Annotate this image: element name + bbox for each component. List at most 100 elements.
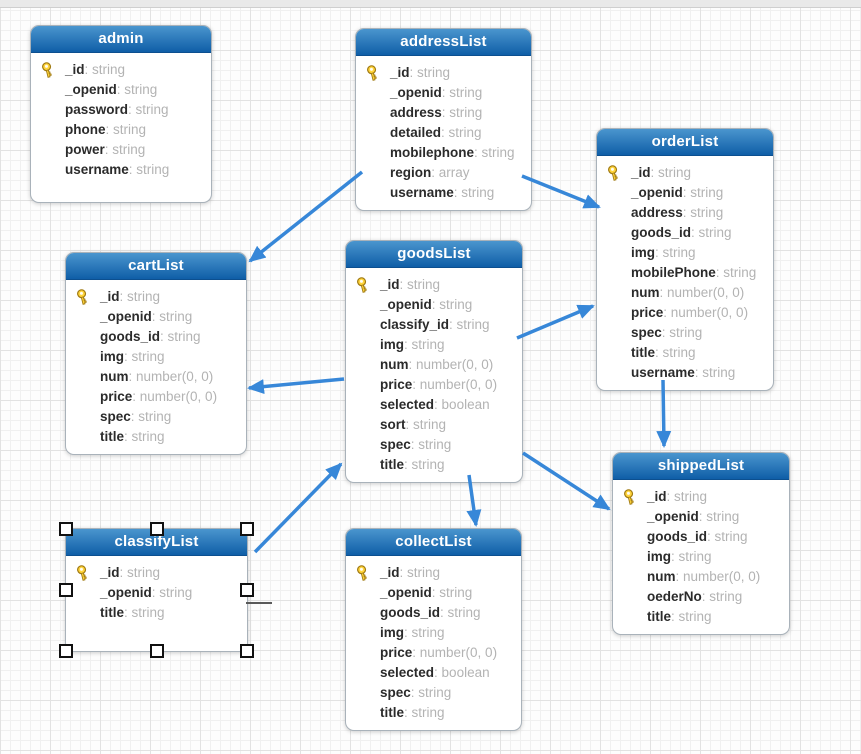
entity-title-bar[interactable]: cartList <box>66 253 246 280</box>
entity-field-_openid[interactable]: _openid: string <box>65 80 203 100</box>
field-type: : string <box>655 345 696 360</box>
entity-field-address[interactable]: address: string <box>390 103 523 123</box>
selection-handle-ne[interactable] <box>240 522 254 536</box>
entity-field-num[interactable]: num: number(0, 0) <box>380 355 514 375</box>
entity-title-bar[interactable]: shippedList <box>613 453 789 480</box>
field-type: : string <box>655 245 696 260</box>
field-name: _openid <box>647 509 699 524</box>
selection-handle-s[interactable] <box>149 644 164 658</box>
entity-field-_id[interactable]: _id: string <box>624 487 781 507</box>
entity-field-title[interactable]: title: string <box>100 427 238 447</box>
entity-field-_openid[interactable]: _openid: string <box>380 295 514 315</box>
entity-field-num[interactable]: num: number(0, 0) <box>100 367 238 387</box>
entity-field-region[interactable]: region: array <box>390 163 523 183</box>
field-name: _openid <box>390 85 442 100</box>
entity-field-goods_id[interactable]: goods_id: string <box>380 603 513 623</box>
entity-field-phone[interactable]: phone: string <box>65 120 203 140</box>
entity-field-sort[interactable]: sort: string <box>380 415 514 435</box>
entity-field-spec[interactable]: spec: string <box>100 407 238 427</box>
selection-handle-w[interactable] <box>59 583 73 597</box>
field-type: : string <box>441 125 482 140</box>
entity-field-_id[interactable]: _id: string <box>357 563 513 583</box>
entity-field-_openid[interactable]: _openid: string <box>100 583 239 603</box>
entity-field-title[interactable]: title: string <box>647 607 781 627</box>
entity-title-bar[interactable]: addressList <box>356 29 531 56</box>
entity-field-price[interactable]: price: number(0, 0) <box>100 387 238 407</box>
entity-field-selected[interactable]: selected: boolean <box>380 395 514 415</box>
entity-field-price[interactable]: price: number(0, 0) <box>380 643 513 663</box>
relationship-arrow-addressList-to-orderList[interactable] <box>521 174 601 209</box>
selection-handle-nw[interactable] <box>59 522 73 536</box>
entity-field-goods_id[interactable]: goods_id: string <box>100 327 238 347</box>
entity-field-detailed[interactable]: detailed: string <box>390 123 523 143</box>
entity-field-num[interactable]: num: number(0, 0) <box>647 567 781 587</box>
entity-field-_id[interactable]: _id: string <box>367 63 523 83</box>
entity-title-bar[interactable]: goodsList <box>346 241 522 268</box>
entity-field-selected[interactable]: selected: boolean <box>380 663 513 683</box>
field-type: : string <box>661 325 703 340</box>
entity-field-classify_id[interactable]: classify_id: string <box>380 315 514 335</box>
entity-field-_id[interactable]: _id: string <box>77 563 239 583</box>
entity-field-spec[interactable]: spec: string <box>380 435 514 455</box>
entity-field-mobilephone[interactable]: mobilephone: string <box>390 143 523 163</box>
entity-title-bar[interactable]: admin <box>31 26 211 53</box>
entity-field-spec[interactable]: spec: string <box>631 323 765 343</box>
relationship-arrow-classifyList-to-goodsList[interactable] <box>253 462 343 554</box>
entity-field-username[interactable]: username: string <box>390 183 523 203</box>
entity-field-spec[interactable]: spec: string <box>380 683 513 703</box>
entity-field-_openid[interactable]: _openid: string <box>647 507 781 527</box>
relationship-arrow-goodsList-to-orderList[interactable] <box>516 304 595 340</box>
entity-field-power[interactable]: power: string <box>65 140 203 160</box>
entity-field-img[interactable]: img: string <box>380 335 514 355</box>
entity-field-goods_id[interactable]: goods_id: string <box>631 223 765 243</box>
entity-field-oederNo[interactable]: oederNo: string <box>647 587 781 607</box>
entity-field-img[interactable]: img: string <box>631 243 765 263</box>
selection-handle-se[interactable] <box>240 644 254 658</box>
field-name: title <box>100 605 125 620</box>
entity-field-_openid[interactable]: _openid: string <box>631 183 765 203</box>
entity-field-img[interactable]: img: string <box>647 547 781 567</box>
entity-field-_id[interactable]: _id: string <box>357 275 514 295</box>
field-type: : string <box>104 142 146 157</box>
field-type: : array <box>431 165 470 180</box>
entity-field-_openid[interactable]: _openid: string <box>390 83 523 103</box>
entity-field-price[interactable]: price: number(0, 0) <box>631 303 765 323</box>
selection-handle-e[interactable] <box>240 583 254 597</box>
entity-field-title[interactable]: title: string <box>100 603 239 623</box>
selection-handle-n[interactable] <box>149 522 164 536</box>
entity-field-username[interactable]: username: string <box>631 363 765 383</box>
field-name: oederNo <box>647 589 702 604</box>
entity-field-username[interactable]: username: string <box>65 160 203 180</box>
entity-title-bar[interactable]: orderList <box>597 129 773 156</box>
entity-field-_openid[interactable]: _openid: string <box>100 307 238 327</box>
entity-field-_id[interactable]: _id: string <box>77 287 238 307</box>
entity-field-_id[interactable]: _id: string <box>42 60 203 80</box>
entity-field-goods_id[interactable]: goods_id: string <box>647 527 781 547</box>
relationship-arrow-goodsList-to-cartList[interactable] <box>247 377 345 395</box>
entity-field-password[interactable]: password: string <box>65 100 203 120</box>
entity-field-price[interactable]: price: number(0, 0) <box>380 375 514 395</box>
relationship-arrow-goodsList-to-shippedList[interactable] <box>522 451 611 511</box>
field-type: : string <box>124 605 165 620</box>
entity-field-_openid[interactable]: _openid: string <box>380 583 513 603</box>
entity-title-bar[interactable]: collectList <box>346 529 521 556</box>
entity-field-img[interactable]: img: string <box>380 623 513 643</box>
entity-field-_id[interactable]: _id: string <box>608 163 765 183</box>
entity-field-num[interactable]: num: number(0, 0) <box>631 283 765 303</box>
selection-handle-sw[interactable] <box>59 644 73 658</box>
entity-field-title[interactable]: title: string <box>380 703 513 723</box>
entity-field-title[interactable]: title: string <box>631 343 765 363</box>
entity-field-title[interactable]: title: string <box>380 455 514 475</box>
entity-field-address[interactable]: address: string <box>631 203 765 223</box>
entity-field-img[interactable]: img: string <box>100 347 238 367</box>
entity-field-mobilePhone[interactable]: mobilePhone: string <box>631 263 765 283</box>
